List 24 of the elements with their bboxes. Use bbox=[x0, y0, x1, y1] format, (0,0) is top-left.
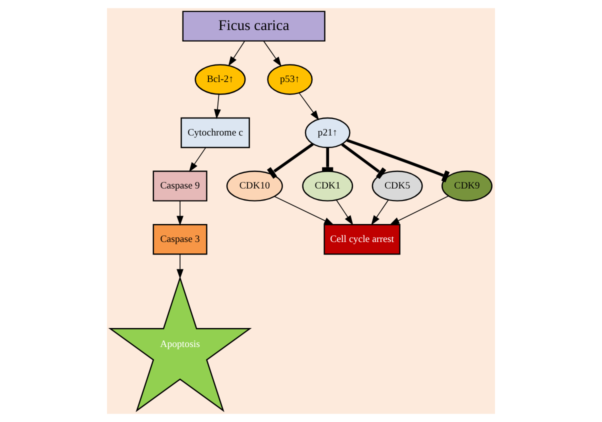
arrow bbox=[188, 147, 206, 172]
connector bbox=[266, 142, 314, 179]
node-ellipse: Bcl-2↑ bbox=[194, 64, 246, 95]
node-box: Cell cycle arrest bbox=[324, 224, 400, 255]
arrow bbox=[298, 92, 320, 120]
arrow bbox=[274, 196, 334, 226]
connector bbox=[346, 138, 450, 182]
arrow bbox=[228, 40, 246, 66]
node-ellipse: CDK1 bbox=[302, 170, 354, 202]
node-box: Cytochrome c bbox=[180, 117, 250, 148]
arrow bbox=[263, 40, 282, 67]
node-ellipse: p53↑ bbox=[267, 64, 313, 95]
arrow bbox=[176, 200, 184, 226]
node-ellipse: p21↑ bbox=[304, 117, 350, 148]
node-box: Caspase 3 bbox=[152, 224, 208, 255]
connector bbox=[341, 143, 386, 179]
arrow bbox=[176, 254, 184, 279]
arrow bbox=[336, 200, 354, 226]
arrow bbox=[371, 200, 389, 226]
arrow bbox=[214, 94, 221, 120]
connector bbox=[322, 148, 334, 172]
arrow bbox=[390, 196, 449, 225]
node-box: Ficus carica bbox=[182, 10, 326, 42]
node-box: Caspase 9 bbox=[152, 170, 208, 202]
